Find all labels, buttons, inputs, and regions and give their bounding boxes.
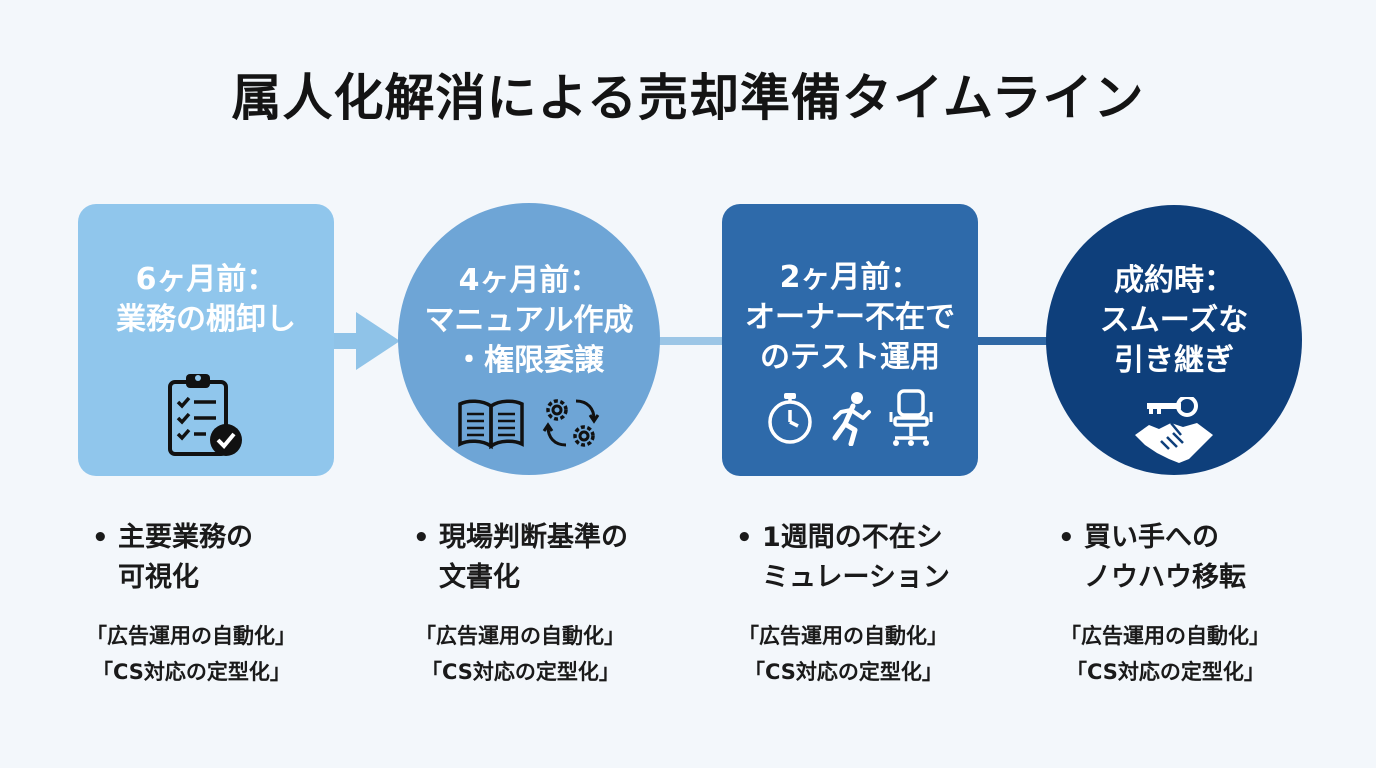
stage-heading-line: 4ヶ月前：: [458, 263, 600, 298]
example-text: 「CS対応の定型化」: [92, 660, 291, 684]
task-block-6-months: • 主要業務の 可視化 「広告運用の自動化」 「CS対応の定型化」: [86, 518, 392, 690]
connector-line-3-4: [975, 337, 1050, 345]
task-title: 主要業務の 可視化: [118, 518, 253, 598]
stage-icon-group: [164, 370, 248, 462]
task-title-line: 主要業務の: [118, 522, 253, 553]
stage-heading-line: 6ヶ月前：: [135, 262, 277, 297]
task-title: 1週間の不在シ ミュレーション: [762, 518, 950, 598]
clipboard-checklist-icon: [168, 374, 242, 456]
example-text: 「広告運用の自動化」: [86, 624, 296, 648]
bullet-marker: •: [413, 523, 430, 553]
stage-card-4-months: 4ヶ月前： マニュアル作成 ・権限委譲: [398, 203, 660, 475]
task-title-line: 文書化: [439, 562, 520, 593]
stage-heading-line: スムーズな: [1099, 303, 1249, 338]
stage-heading-line: 業務の棚卸し: [116, 302, 296, 337]
open-book-icon: [458, 399, 524, 450]
bullet-marker: •: [92, 523, 109, 553]
stage-heading-line: オーナー不在で: [745, 300, 955, 335]
stage-heading-line: ・権限委譲: [454, 343, 604, 378]
task-block-4-months: • 現場判断基準の 文書化 「広告運用の自動化」 「CS対応の定型化」: [413, 518, 713, 690]
task-block-2-months: • 1週間の不在シ ミュレーション 「広告運用の自動化」 「CS対応の定型化」: [736, 518, 1036, 690]
stage-icon-group: [765, 388, 935, 448]
running-person-icon: [832, 392, 871, 446]
example-text: 「CS対応の定型化」: [1066, 660, 1265, 684]
stage-heading-line: マニュアル作成: [424, 303, 634, 338]
task-examples: 「広告運用の自動化」 「CS対応の定型化」: [1060, 618, 1358, 690]
example-text: 「広告運用の自動化」: [738, 624, 948, 648]
bullet-item: • 主要業務の 可視化: [92, 518, 392, 598]
task-title-line: ミュレーション: [762, 562, 950, 593]
stage-card-6-months: 6ヶ月前： 業務の棚卸し: [78, 204, 334, 476]
task-block-closing: • 買い手への ノウハウ移転 「広告運用の自動化」 「CS対応の定型化」: [1058, 518, 1358, 690]
office-chair-icon: [889, 389, 933, 446]
task-examples: 「広告運用の自動化」 「CS対応の定型化」: [415, 618, 713, 690]
stage-heading-line: のテスト運用: [760, 340, 940, 375]
task-title-line: 可視化: [118, 562, 199, 593]
task-title-line: 現場判断基準の: [439, 522, 628, 553]
stage-card-closing: 成約時： スムーズな 引き継ぎ: [1046, 205, 1302, 475]
task-title-line: 買い手への: [1084, 522, 1219, 553]
bullet-item: • 買い手への ノウハウ移転: [1058, 518, 1358, 598]
task-title-line: 1週間の不在シ: [762, 522, 943, 553]
arrow-connector-head: [356, 312, 400, 370]
task-examples: 「広告運用の自動化」 「CS対応の定型化」: [738, 618, 1036, 690]
task-title: 現場判断基準の 文書化: [439, 518, 628, 598]
bullet-item: • 1週間の不在シ ミュレーション: [736, 518, 1036, 598]
gears-cycle-icon: [542, 399, 600, 447]
bullet-marker: •: [736, 523, 753, 553]
task-examples: 「広告運用の自動化」 「CS対応の定型化」: [86, 618, 392, 690]
stage-icon-group: [1131, 397, 1217, 467]
stage-icon-group: [456, 393, 602, 453]
stopwatch-icon: [768, 393, 812, 444]
stage-heading-line: 成約時：: [1114, 263, 1234, 298]
stage-heading-line: 2ヶ月前：: [779, 260, 921, 295]
example-text: 「広告運用の自動化」: [415, 624, 625, 648]
page-title: 属人化解消による売却準備タイムライン: [231, 69, 1145, 127]
task-title-line: ノウハウ移転: [1084, 562, 1246, 593]
task-title: 買い手への ノウハウ移転: [1084, 518, 1246, 598]
connector-line-2-3: [655, 337, 727, 345]
example-text: 「CS対応の定型化」: [421, 660, 620, 684]
bullet-item: • 現場判断基準の 文書化: [413, 518, 713, 598]
example-text: 「CS対応の定型化」: [744, 660, 943, 684]
bullet-marker: •: [1058, 523, 1075, 553]
key-handshake-icon: [1135, 397, 1213, 463]
stage-card-2-months: 2ヶ月前： オーナー不在で のテスト運用: [722, 204, 978, 476]
example-text: 「広告運用の自動化」: [1060, 624, 1270, 648]
stage-heading-line: 引き継ぎ: [1114, 343, 1234, 378]
